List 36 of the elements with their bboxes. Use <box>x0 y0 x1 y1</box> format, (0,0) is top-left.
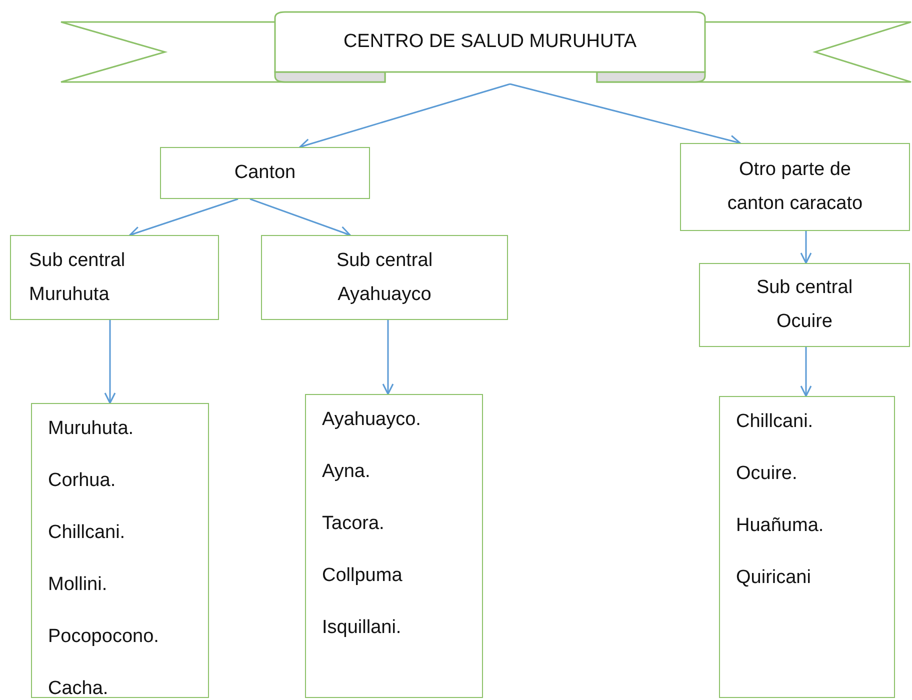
org-box <box>680 143 910 231</box>
list-item: Tacora. <box>322 512 384 536</box>
list-item: Cacha. <box>48 677 108 700</box>
list-box <box>305 394 483 698</box>
list-item: Corhua. <box>48 469 116 493</box>
list-item: Pocopocono. <box>48 625 159 649</box>
box-label: Sub central Ayahuayco <box>335 248 434 306</box>
arrow <box>382 320 394 395</box>
arrow <box>250 198 351 238</box>
banner-title: CENTRO DE SALUD MURUHUTA <box>342 30 638 54</box>
box-label: Canton <box>234 161 296 185</box>
list-item: Quiricani <box>736 566 811 590</box>
list-box <box>719 396 895 698</box>
list-item: Isquillani. <box>322 616 402 640</box>
list-item: Ayna. <box>322 460 370 484</box>
arrow <box>104 320 116 404</box>
box-label: Otro parte de canton caracato <box>726 158 864 216</box>
org-box <box>160 147 370 199</box>
list-item: Chillcani. <box>48 521 126 545</box>
list-box <box>31 403 209 698</box>
list-item: Collpuma <box>322 564 402 588</box>
list-item: Huañuma. <box>736 514 824 538</box>
box-label: Sub central Ocuire <box>755 276 854 334</box>
arrow <box>800 231 812 264</box>
box-label: Sub central Muruhuta <box>29 248 126 306</box>
org-box <box>261 235 508 320</box>
list-item: Muruhuta. <box>48 417 134 441</box>
org-box <box>10 235 219 320</box>
arrow <box>800 347 812 397</box>
list-item: Mollini. <box>48 573 108 597</box>
org-box <box>699 263 910 347</box>
list-item: Ayahuayco. <box>322 408 421 432</box>
arrow <box>299 83 510 150</box>
list-item: Ocuire. <box>736 462 798 486</box>
arrow <box>129 198 238 238</box>
list-item: Chillcani. <box>736 410 814 434</box>
